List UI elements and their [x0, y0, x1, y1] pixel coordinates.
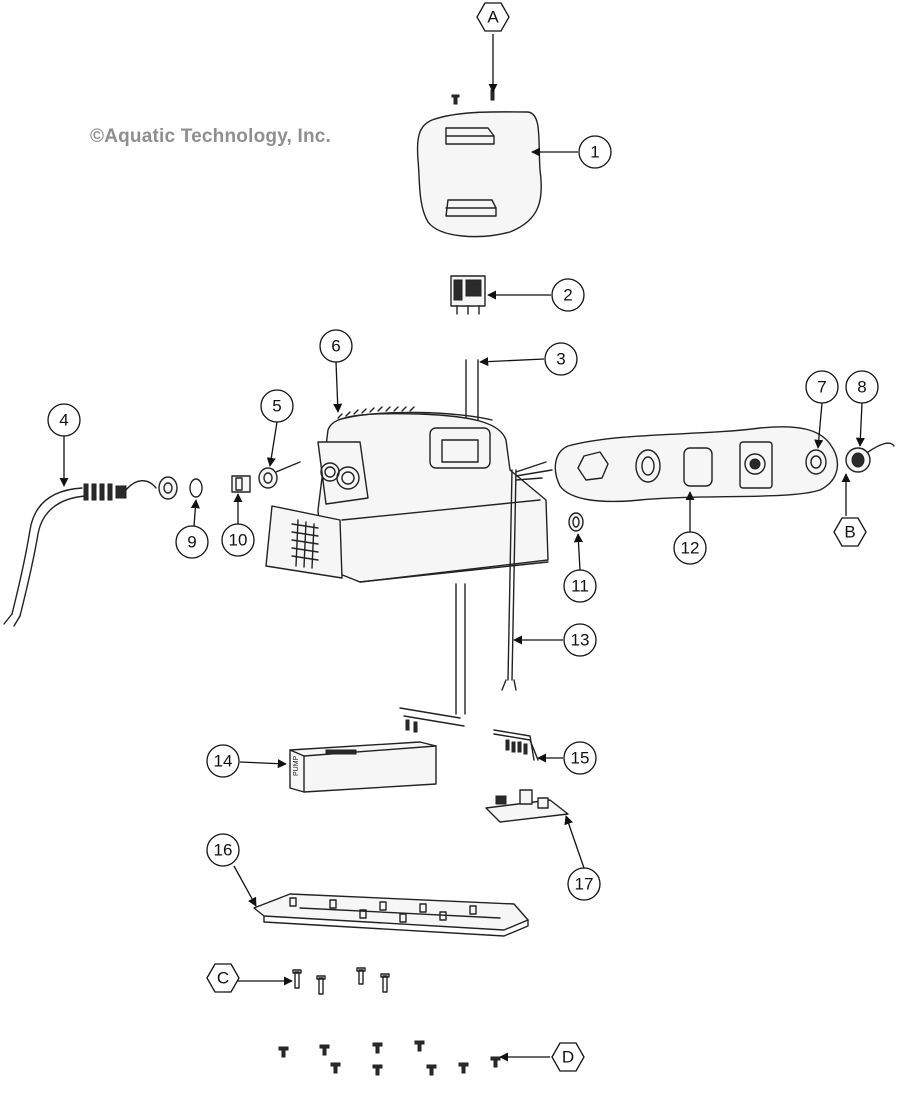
callout-6: 6 [319, 329, 353, 363]
part-15-connectors [493, 729, 539, 761]
callout-B: B [833, 517, 867, 547]
part-14-transformer: PUMP [289, 741, 437, 793]
callout-10: 10 [221, 523, 255, 557]
svg-text:16: 16 [214, 841, 233, 860]
svg-text:17: 17 [575, 875, 594, 894]
svg-text:B: B [844, 523, 855, 542]
svg-text:13: 13 [571, 631, 590, 650]
callout-2: 2 [551, 278, 585, 312]
transformer-label: PUMP [293, 755, 300, 776]
callout-A: A [476, 2, 510, 32]
screws-a [451, 89, 495, 105]
svg-text:5: 5 [272, 397, 281, 416]
svg-text:11: 11 [571, 577, 589, 596]
svg-text:A: A [487, 8, 499, 27]
callout-12: 12 [673, 531, 707, 565]
housing-cord [399, 583, 466, 733]
svg-text:C: C [217, 969, 229, 988]
copyright-notice: ©Aquatic Technology, Inc. [90, 126, 332, 147]
callout-11: 11 [563, 569, 597, 603]
part-9-nut-and-ring [158, 476, 203, 500]
leader-lines [59, 34, 865, 1062]
callout-1: 1 [578, 135, 612, 169]
svg-text:D: D [562, 1048, 574, 1067]
svg-text:15: 15 [571, 749, 590, 768]
callout-8: 8 [845, 370, 879, 404]
part-13-wire-harness [501, 461, 553, 691]
svg-text:2: 2 [563, 286, 572, 305]
callout-14: 14 [206, 744, 240, 778]
part-10-fitting [231, 475, 251, 493]
svg-text:9: 9 [187, 533, 196, 552]
svg-text:14: 14 [214, 752, 233, 771]
part-6-housing [265, 406, 549, 583]
svg-text:6: 6 [331, 337, 340, 356]
callout-5: 5 [260, 389, 294, 423]
callout-C: C [206, 963, 240, 993]
svg-text:7: 7 [817, 378, 826, 397]
part-8-connector [845, 442, 895, 473]
screws-d [278, 1040, 501, 1076]
part-17-circuit-board [485, 789, 569, 823]
callout-9: 9 [175, 525, 209, 559]
part-7-connector [805, 449, 827, 475]
callout-4: 4 [47, 403, 81, 437]
callout-D: D [551, 1042, 585, 1072]
part-12-side-panel [554, 426, 839, 503]
svg-text:3: 3 [556, 350, 565, 369]
callout-17: 17 [567, 867, 601, 901]
screws-c [292, 967, 390, 995]
callout-16: 16 [206, 833, 240, 867]
part-16-base-plate [253, 893, 529, 937]
svg-text:1: 1 [590, 143, 599, 162]
part-11-grommet [568, 512, 584, 532]
svg-text:4: 4 [59, 411, 68, 430]
callout-13: 13 [563, 623, 597, 657]
part-4-power-cord [3, 480, 157, 627]
svg-text:10: 10 [229, 531, 248, 550]
part-5-grommet [258, 461, 301, 489]
part-1-top-cover [416, 111, 542, 238]
callout-3: 3 [544, 342, 578, 376]
callout-7: 7 [805, 370, 839, 404]
part-2-rocker-switch [450, 275, 486, 315]
svg-text:8: 8 [857, 378, 866, 397]
callout-15: 15 [563, 741, 597, 775]
svg-text:12: 12 [681, 539, 700, 558]
